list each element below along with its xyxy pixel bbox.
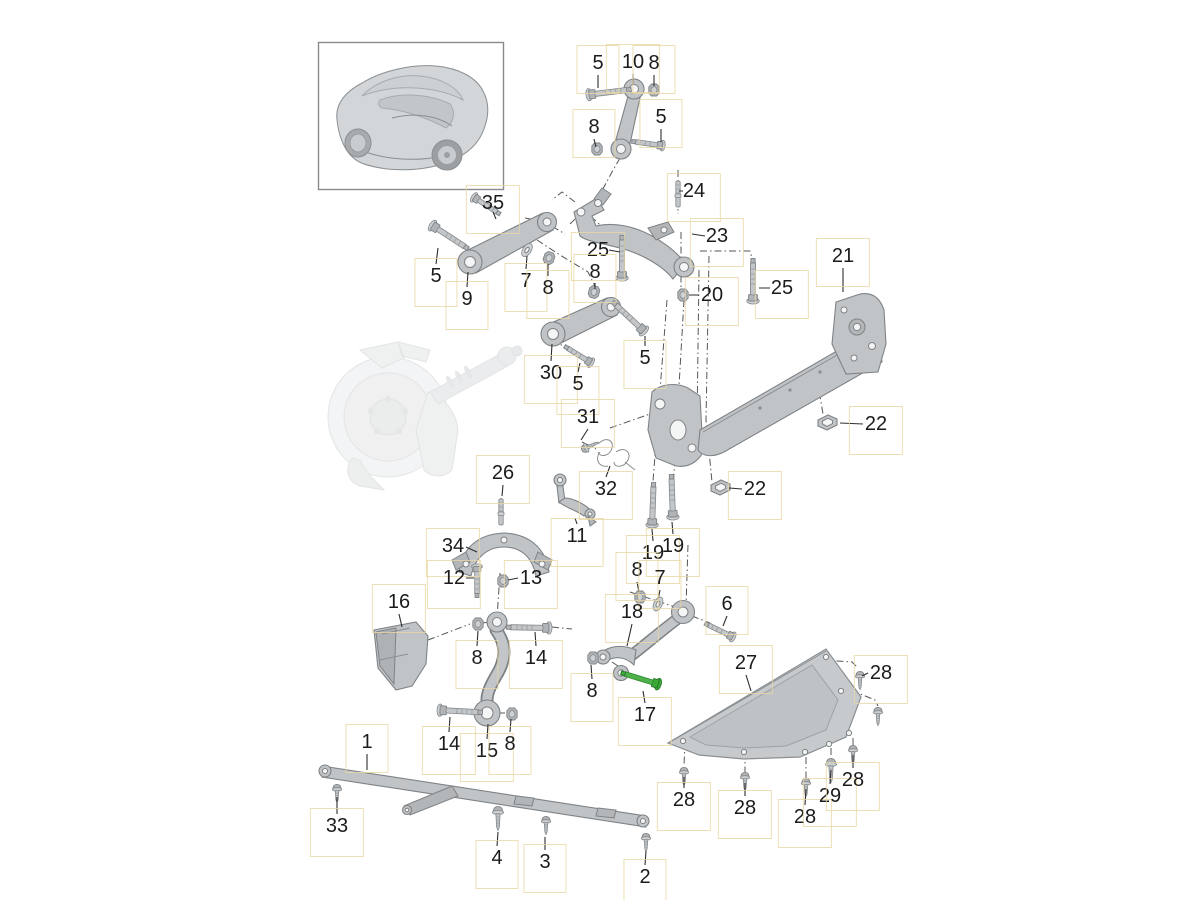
callout-part-16[interactable]: 16 bbox=[371, 584, 427, 633]
callout-part-8[interactable]: 8 bbox=[632, 45, 676, 94]
callout-part-13[interactable]: 13 bbox=[503, 560, 559, 609]
callout-part-34[interactable]: 34 bbox=[425, 528, 481, 577]
callout-part-28[interactable]: 28 bbox=[777, 799, 833, 848]
callout-part-28[interactable]: 28 bbox=[717, 790, 773, 839]
callout-part-22[interactable]: 22 bbox=[848, 406, 904, 455]
callout-part-9[interactable]: 9 bbox=[445, 281, 489, 330]
part-1-stay-bar bbox=[318, 764, 652, 852]
callout-part-21[interactable]: 21 bbox=[815, 238, 871, 287]
callout-part-19[interactable]: 19 bbox=[645, 528, 701, 577]
callout-part-3[interactable]: 3 bbox=[523, 844, 567, 893]
callout-part-17[interactable]: 17 bbox=[617, 697, 673, 746]
callout-part-10[interactable]: 10 bbox=[605, 44, 661, 93]
callout-part-28[interactable]: 28 bbox=[853, 655, 909, 704]
callout-part-31[interactable]: 31 bbox=[560, 399, 616, 448]
part-21-crossmember bbox=[645, 293, 887, 529]
car-thumbnail bbox=[317, 41, 505, 191]
callout-part-22[interactable]: 22 bbox=[727, 471, 783, 520]
callout-part-7[interactable]: 7 bbox=[638, 560, 682, 609]
part-15-camber-link bbox=[436, 611, 553, 727]
part-34-support-bracket bbox=[451, 498, 553, 598]
callout-part-1[interactable]: 1 bbox=[345, 724, 389, 773]
callout-part-14[interactable]: 14 bbox=[508, 640, 564, 689]
callout-part-14[interactable]: 14 bbox=[421, 726, 477, 775]
callout-part-12[interactable]: 12 bbox=[426, 560, 482, 609]
callout-part-5[interactable]: 5 bbox=[576, 45, 620, 94]
callout-part-25[interactable]: 25 bbox=[754, 270, 810, 319]
callout-part-30[interactable]: 30 bbox=[523, 355, 579, 404]
ghost-wheel-hub-assembly bbox=[327, 341, 523, 491]
callout-part-29[interactable]: 29 bbox=[802, 778, 858, 827]
callout-part-8[interactable]: 8 bbox=[455, 640, 499, 689]
callout-part-18[interactable]: 18 bbox=[604, 594, 660, 643]
callout-part-8[interactable]: 8 bbox=[526, 270, 570, 319]
part-23-subframe-bracket bbox=[573, 180, 760, 305]
callout-part-20[interactable]: 20 bbox=[684, 277, 740, 326]
callout-part-35[interactable]: 35 bbox=[465, 185, 521, 234]
callout-part-11[interactable]: 11 bbox=[550, 518, 603, 567]
callout-part-4[interactable]: 4 bbox=[475, 840, 519, 889]
callout-part-8[interactable]: 8 bbox=[615, 552, 659, 601]
callout-part-25[interactable]: 25 bbox=[570, 232, 626, 281]
callout-part-24[interactable]: 24 bbox=[666, 173, 722, 222]
callout-part-5[interactable]: 5 bbox=[556, 366, 600, 415]
callout-part-6[interactable]: 6 bbox=[705, 586, 749, 635]
part-30-control-arm bbox=[540, 284, 651, 370]
callout-part-28[interactable]: 28 bbox=[825, 762, 881, 811]
part-27-underbody-panel bbox=[666, 648, 884, 797]
callout-part-2[interactable]: 2 bbox=[623, 859, 667, 900]
callout-part-33[interactable]: 33 bbox=[309, 808, 365, 857]
part-31-32-brake-hardware bbox=[579, 437, 636, 471]
callout-part-8[interactable]: 8 bbox=[573, 254, 617, 303]
callout-part-15[interactable]: 15 bbox=[459, 733, 515, 782]
part-16-bracket bbox=[373, 621, 429, 691]
callout-part-8[interactable]: 8 bbox=[570, 673, 614, 722]
callout-part-7[interactable]: 7 bbox=[504, 263, 548, 312]
callout-part-26[interactable]: 26 bbox=[475, 455, 531, 504]
callout-part-8[interactable]: 8 bbox=[572, 109, 616, 158]
callout-part-23[interactable]: 23 bbox=[689, 218, 745, 267]
part-11-bracket bbox=[553, 473, 597, 527]
callout-part-5[interactable]: 5 bbox=[639, 99, 683, 148]
callout-part-28[interactable]: 28 bbox=[656, 782, 712, 831]
callout-part-5[interactable]: 5 bbox=[414, 258, 458, 307]
part-18-upper-arm bbox=[587, 590, 738, 682]
callout-part-8[interactable]: 8 bbox=[488, 726, 532, 775]
leader-lines bbox=[336, 74, 869, 866]
part-9-control-arm bbox=[426, 190, 558, 275]
callout-part-5[interactable]: 5 bbox=[623, 340, 667, 389]
callout-part-32[interactable]: 32 bbox=[578, 471, 634, 520]
part-10-link bbox=[584, 78, 667, 160]
callout-part-27[interactable]: 27 bbox=[718, 645, 774, 694]
